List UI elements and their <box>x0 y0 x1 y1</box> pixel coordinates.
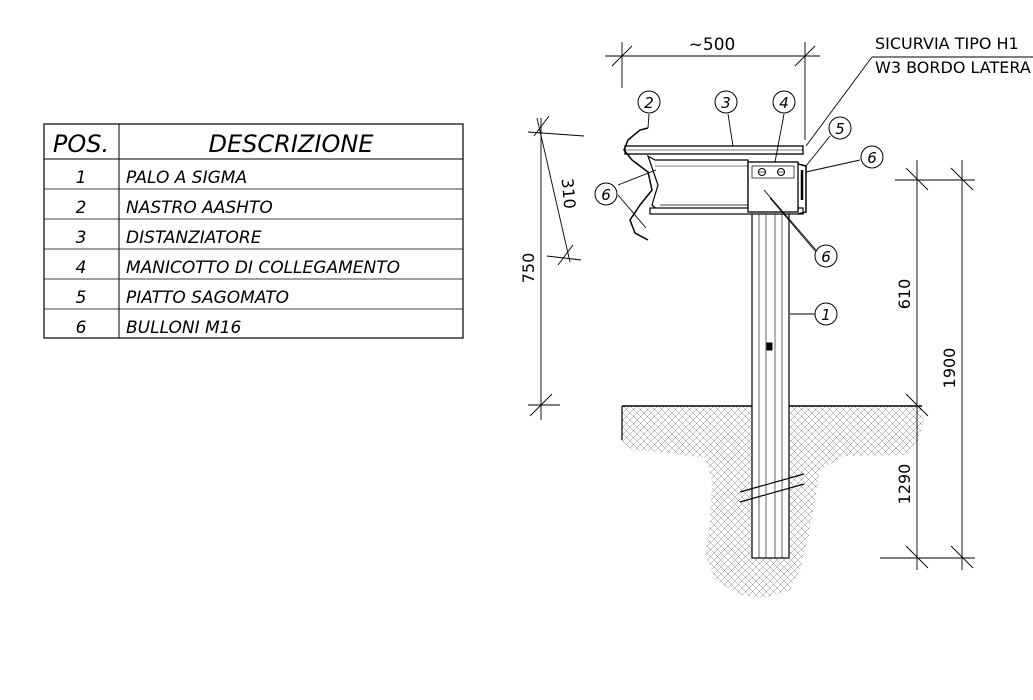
dimension-lines <box>527 42 1033 570</box>
table-row-pos: 1 <box>76 168 87 188</box>
table-row-pos: 4 <box>76 258 87 278</box>
callout-6: 6 <box>601 186 611 204</box>
callout-4: 4 <box>779 94 789 112</box>
table-header-description: DESCRIZIONE <box>209 130 375 158</box>
table-row-pos: 3 <box>76 228 87 248</box>
table-row-desc: BULLONI M16 <box>126 318 242 338</box>
callout-6: 6 <box>821 248 831 266</box>
title-note-line2: W3 BORDO LATERA <box>875 58 1031 77</box>
description-table <box>43 123 464 339</box>
table-row-desc: DISTANZIATORE <box>126 228 262 248</box>
table-row-desc: PIATTO SAGOMATO <box>126 288 289 308</box>
table-header-pos: POS. <box>53 130 109 158</box>
callout-5: 5 <box>835 120 845 138</box>
dim-embedment: 1290 <box>895 464 914 505</box>
table-row-desc: PALO A SIGMA <box>126 168 247 188</box>
table-row-pos: 5 <box>76 288 87 308</box>
callout-bubbles <box>594 90 884 326</box>
callout-2: 2 <box>644 94 654 112</box>
dim-rail-height: 310 <box>558 177 580 209</box>
title-note-line1: SICURVIA TIPO H1 <box>875 34 1019 53</box>
table-row-desc: NASTRO AASHTO <box>126 198 273 218</box>
rail-assembly <box>623 127 807 241</box>
callout-leaders <box>617 113 861 315</box>
dim-overall-height: 750 <box>519 253 538 284</box>
dim-top-width: ~500 <box>689 35 736 55</box>
sigma-post <box>739 171 805 559</box>
table-rows: 1 PALO A SIGMA 2 NASTRO AASHTO 3 DISTANZ… <box>76 168 400 338</box>
callout-1: 1 <box>821 306 831 324</box>
table-row-desc: MANICOTTO DI COLLEGAMENTO <box>126 258 400 278</box>
callout-6: 6 <box>867 149 877 167</box>
dim-total-post: 1900 <box>940 348 959 389</box>
callout-3: 3 <box>721 94 731 112</box>
dim-above-ground: 610 <box>895 279 914 310</box>
table-row-pos: 2 <box>76 198 87 218</box>
table-row-pos: 6 <box>76 318 87 338</box>
